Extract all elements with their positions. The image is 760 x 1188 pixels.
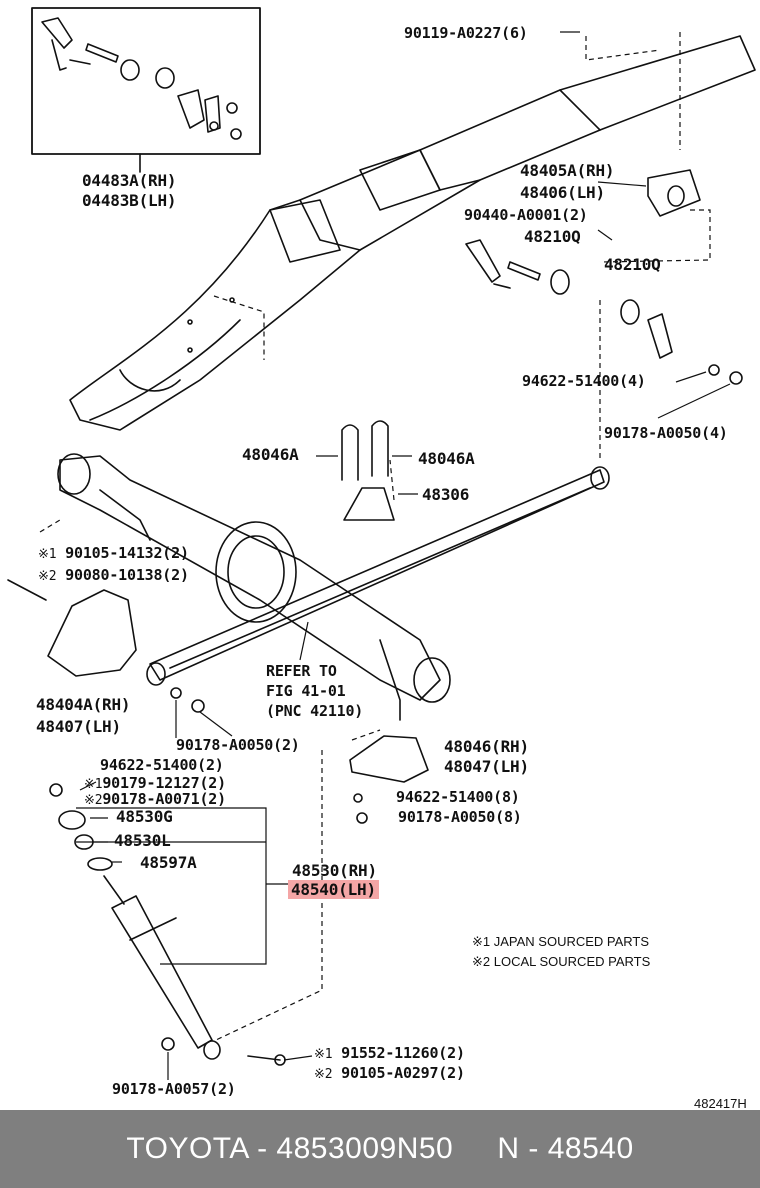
label-shackle-bolt: 90440-A0001(2) bbox=[464, 206, 588, 224]
label-cushion-g: 48530G bbox=[116, 807, 173, 826]
label-bolt4: ※2 90105-A0297(2) bbox=[314, 1064, 465, 1082]
bump-stopper bbox=[343, 487, 395, 521]
shock-absorber bbox=[103, 875, 221, 1060]
leaf-spring bbox=[146, 466, 610, 686]
exploded-parts-diagram bbox=[7, 7, 756, 1080]
label-cushion-l: 48530L bbox=[114, 831, 171, 850]
spring-bracket bbox=[47, 589, 137, 677]
label-seat-rh: 48046(RH) bbox=[444, 737, 529, 756]
label-bracket-lh: 48407(LH) bbox=[36, 717, 121, 736]
rear-nut bbox=[729, 371, 743, 385]
footer-bar: TOYOTA - 4853009N50 N - 48540 bbox=[0, 1110, 760, 1188]
label-refer-3: (PNC 42110) bbox=[266, 702, 364, 720]
axle-housing bbox=[57, 453, 451, 721]
u-bolts bbox=[341, 420, 389, 481]
label-bracket-rh: 48404A(RH) bbox=[36, 695, 131, 714]
note-local: ※2 LOCAL SOURCED PARTS bbox=[472, 954, 651, 969]
label-bolt-top: 90119-A0227(6) bbox=[404, 24, 528, 42]
inset-shackle-parts bbox=[41, 17, 242, 140]
label-refer-2: FIG 41-01 bbox=[266, 682, 346, 700]
label-shock-rh: 48530(RH) bbox=[292, 861, 377, 880]
label-ubolt-right: 48046A bbox=[418, 449, 475, 468]
kit-inset-box bbox=[31, 7, 261, 155]
label-bolt2: ※2 90080-10138(2) bbox=[38, 566, 189, 584]
label-hanger-lh: 48406(LH) bbox=[520, 183, 605, 202]
label-shock-lh: 48540(LH) bbox=[288, 880, 379, 899]
label-bush-a: 48210Q bbox=[524, 227, 581, 246]
label-seat-lh: 48047(LH) bbox=[444, 757, 529, 776]
label-retainer: 48597A bbox=[140, 853, 197, 872]
label-kit-lh: 04483B(LH) bbox=[82, 191, 177, 210]
label-nut-seat: 90178-A0050(8) bbox=[398, 808, 522, 826]
note-japan: ※1 JAPAN SOURCED PARTS bbox=[472, 934, 650, 949]
footer-part-text: TOYOTA - 4853009N50 N - 48540 bbox=[126, 1132, 634, 1165]
label-refer-1: REFER TO bbox=[266, 662, 337, 680]
label-ubolt-left: 48046A bbox=[242, 445, 299, 464]
frame-rail bbox=[69, 35, 756, 431]
label-bolt1: ※1 90105-14132(2) bbox=[38, 544, 189, 562]
spring-seat bbox=[349, 735, 429, 783]
label-nut-bottom: 90178-A0057(2) bbox=[112, 1080, 236, 1098]
label-nut-rear: 90178-A0050(4) bbox=[604, 424, 728, 442]
label-washer-front: 94622-51400(2) bbox=[100, 756, 224, 774]
highlighted-part-number: 48540(LH) bbox=[288, 880, 379, 899]
label-washer-seat: 94622-51400(8) bbox=[396, 788, 520, 806]
label-nut-top1: ※190179-12127(2) bbox=[84, 774, 226, 792]
shackle-parts bbox=[465, 239, 673, 359]
label-nut-top2: ※290178-A0071(2) bbox=[84, 790, 226, 808]
label-bolt3: ※1 91552-11260(2) bbox=[314, 1044, 465, 1062]
hanger-bracket bbox=[647, 169, 701, 217]
label-bush-b: 48210Q bbox=[604, 255, 661, 274]
label-kit-rh: 04483A(RH) bbox=[82, 171, 177, 190]
rear-washer bbox=[708, 364, 720, 376]
label-hanger-rh: 48405A(RH) bbox=[520, 161, 615, 180]
figure-code: 482417H bbox=[694, 1096, 747, 1111]
label-nut-front: 90178-A0050(2) bbox=[176, 736, 300, 754]
label-washer-rear: 94622-51400(4) bbox=[522, 372, 646, 390]
label-bumper: 48306 bbox=[422, 485, 470, 504]
